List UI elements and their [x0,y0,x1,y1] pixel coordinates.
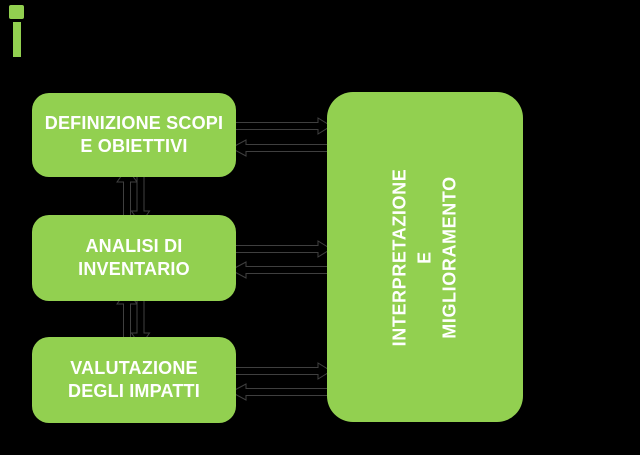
vertical-text-block: INTERPRETAZIONE E MIGLIORAMENTO [388,92,463,422]
arrow-left-1 [229,139,332,157]
corner-fragment-bar [13,22,21,57]
arrow-right-2 [228,240,332,258]
arrow-right-1 [228,117,332,135]
box-analisi-line1: ANALISI DI [85,236,183,256]
arrow-left-2 [229,261,332,279]
box-valutazione-line2: DEGLI IMPATTI [68,381,200,401]
box-valutazione-line1: VALUTAZIONE [70,358,198,378]
corner-fragment-square [9,5,24,19]
box-valutazione-impatti: VALUTAZIONE DEGLI IMPATTI [32,337,236,423]
box-definizione-line1: DEFINIZIONE SCOPI [44,113,224,133]
interpretazione-line2: E [414,250,435,264]
box-analisi-line2: INVENTARIO [78,259,190,279]
box-analisi-inventario: ANALISI DI INVENTARIO [32,215,236,301]
box-interpretazione-miglioramento: INTERPRETAZIONE E MIGLIORAMENTO [327,92,523,422]
box-definizione-line2: E OBIETTIVI [80,136,188,156]
arrow-left-3 [229,383,332,401]
arrow-right-3 [228,362,332,380]
interpretazione-line3: MIGLIORAMENTO [439,175,460,339]
box-definizione-scopi: DEFINIZIONE SCOPI E OBIETTIVI [32,93,236,177]
interpretazione-line1: INTERPRETAZIONE [389,168,410,346]
